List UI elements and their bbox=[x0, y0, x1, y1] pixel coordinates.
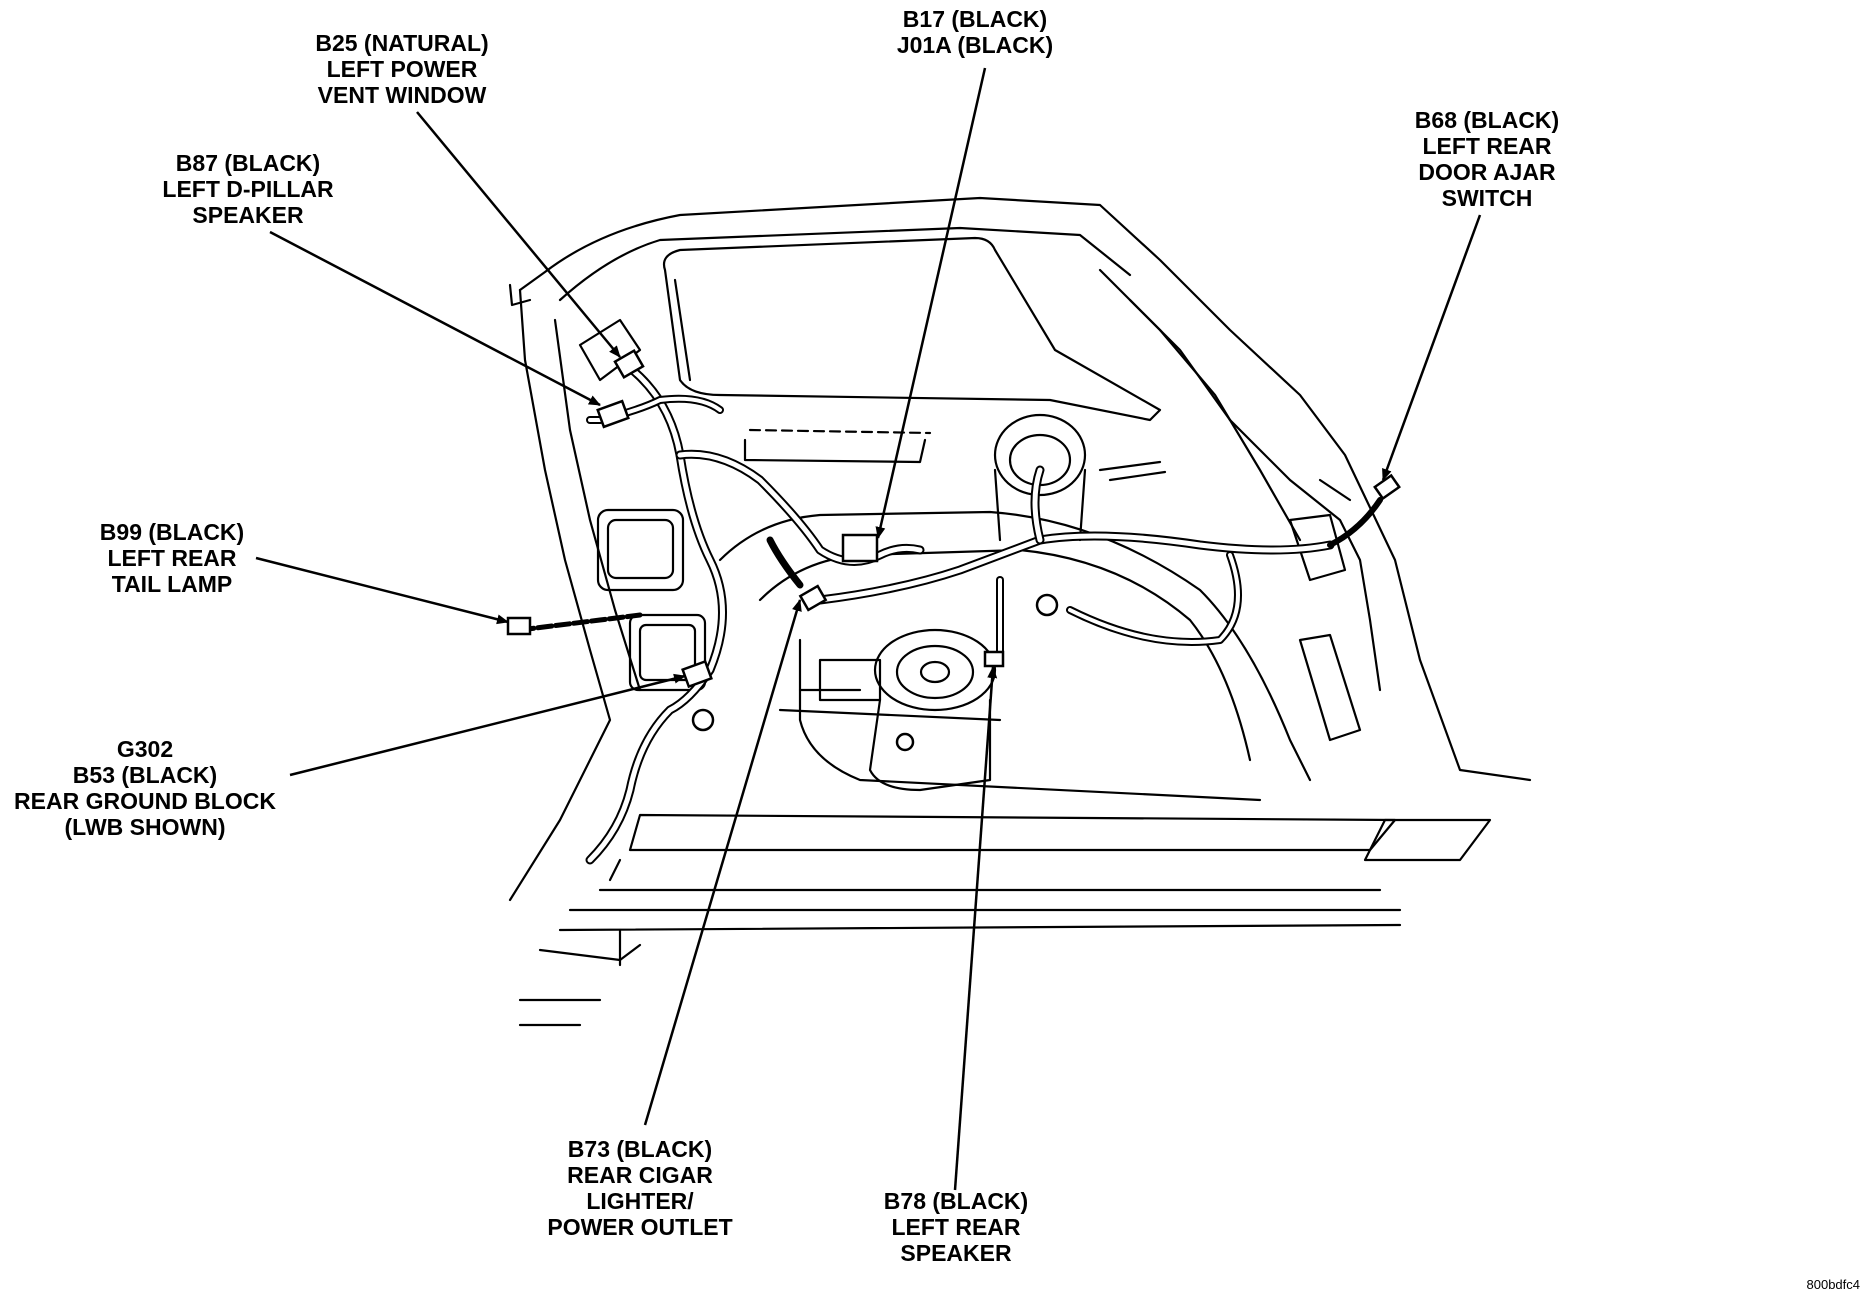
callout-b78: B78 (BLACK) LEFT REAR SPEAKER bbox=[884, 1188, 1028, 1266]
callout-line: B78 (BLACK) bbox=[883, 1188, 1029, 1214]
callout-b17: B17 (BLACK) J01A (BLACK) bbox=[897, 6, 1053, 58]
callout-line: B73 (BLACK) bbox=[567, 1136, 713, 1162]
callout-line: LIGHTER/ bbox=[586, 1188, 694, 1214]
callout-b99: B99 (BLACK) LEFT REAR TAIL LAMP bbox=[100, 519, 244, 597]
callout-line: B25 (NATURAL) bbox=[315, 30, 489, 56]
callout-line: B17 (BLACK) bbox=[902, 6, 1048, 32]
callout-b73: B73 (BLACK) REAR CIGAR LIGHTER/ POWER OU… bbox=[547, 1136, 732, 1240]
callout-line: REAR CIGAR bbox=[567, 1162, 713, 1188]
callout-line: DOOR AJAR bbox=[1418, 159, 1556, 185]
callout-b68: B68 (BLACK) LEFT REAR DOOR AJAR SWITCH bbox=[1415, 107, 1559, 211]
callout-line: SPEAKER bbox=[192, 202, 304, 228]
callout-line: SWITCH bbox=[1441, 185, 1533, 211]
body-structure bbox=[508, 196, 1532, 1027]
callout-g302: G302 B53 (BLACK) REAR GROUND BLOCK (LWB … bbox=[14, 736, 276, 840]
callout-line: G302 bbox=[116, 736, 174, 762]
callout-b25: B25 (NATURAL) LEFT POWER VENT WINDOW bbox=[315, 30, 488, 108]
callout-line: B87 (BLACK) bbox=[175, 150, 321, 176]
callout-line: B68 (BLACK) bbox=[1414, 107, 1560, 133]
callout-b87: B87 (BLACK) LEFT D-PILLAR SPEAKER bbox=[162, 150, 333, 228]
callout-line: LEFT REAR bbox=[1422, 133, 1552, 159]
callout-line: LEFT REAR bbox=[891, 1214, 1021, 1240]
figure-id: 800bdfc4 bbox=[1806, 1277, 1861, 1292]
callout-line: LEFT POWER bbox=[326, 56, 478, 82]
callout-line: POWER OUTLET bbox=[547, 1214, 733, 1240]
wire-harness bbox=[517, 363, 1383, 865]
callout-line: SPEAKER bbox=[900, 1240, 1012, 1266]
callout-line: (LWB SHOWN) bbox=[64, 814, 226, 840]
callout-line: REAR GROUND BLOCK bbox=[14, 788, 276, 814]
leader-lines bbox=[255, 67, 1482, 1191]
callout-line: LEFT REAR bbox=[107, 545, 237, 571]
callout-line: J01A (BLACK) bbox=[896, 32, 1054, 58]
connectors bbox=[506, 348, 1401, 752]
callout-line: TAIL LAMP bbox=[111, 571, 233, 597]
callout-line: VENT WINDOW bbox=[317, 82, 487, 108]
callout-line: B99 (BLACK) bbox=[99, 519, 245, 545]
callout-line: B53 (BLACK) bbox=[72, 762, 218, 788]
callout-line: LEFT D-PILLAR bbox=[162, 176, 334, 202]
